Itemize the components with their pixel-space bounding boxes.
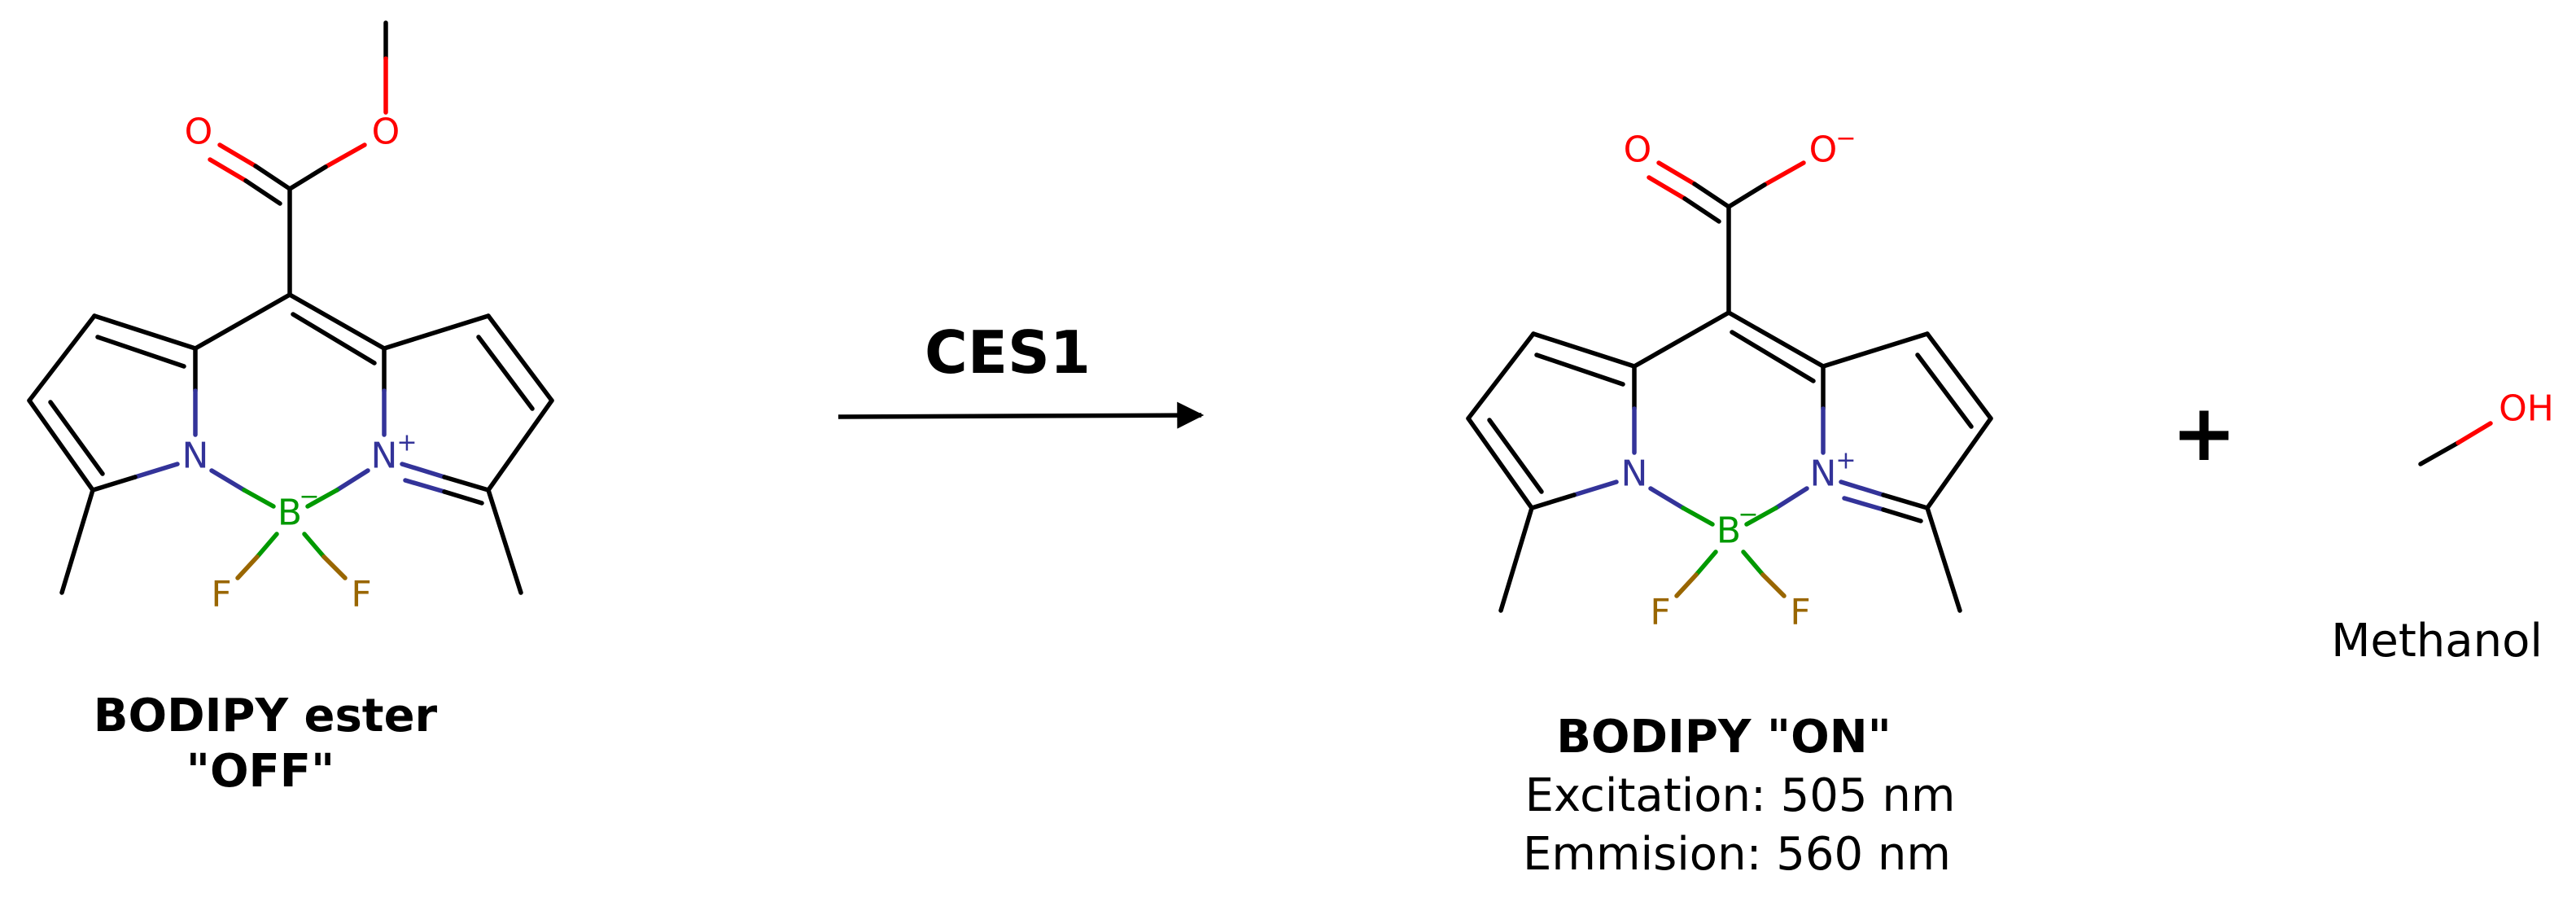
- reactant-n-positive-charge: +: [396, 429, 417, 458]
- reactant-atom-o-carbonyl: O: [185, 112, 213, 153]
- reactant-name-line1: BODIPY ester: [94, 690, 438, 742]
- methanol-hydroxyl: OH: [2499, 388, 2554, 430]
- reactant-atom-boron: B: [278, 493, 302, 534]
- reactant-atom-labels: O O N N + B − F F: [182, 112, 418, 615]
- arrow-shaft: [838, 401, 1205, 429]
- enzyme-label: CES1: [925, 318, 1091, 387]
- byproduct-name: Methanol: [2331, 615, 2543, 668]
- product-bonds: [1466, 160, 1993, 613]
- reactant-molecule: O O N N + B − F F BODIPY ester "OFF": [27, 20, 554, 798]
- product-atom-o-anion: O: [1809, 129, 1838, 171]
- product-emission: Emmision: 560 nm: [1523, 828, 1951, 881]
- product-atom-o-carbonyl: O: [1624, 129, 1652, 171]
- byproduct-molecule: OH Methanol: [2331, 388, 2554, 668]
- product-molecule: O O − N N + B − F F: [1466, 125, 1993, 633]
- product-n-positive-charge: +: [1835, 447, 1856, 475]
- product-atom-n-left: N: [1621, 453, 1648, 495]
- product-atom-n-right: N: [1810, 453, 1837, 495]
- reactant-bonds: [27, 20, 554, 595]
- product-name: BODIPY "ON": [1556, 711, 1892, 764]
- product-atom-f-left: F: [1650, 592, 1670, 633]
- reactant-name-line2: "OFF": [186, 745, 335, 798]
- product-atom-boron: B: [1717, 510, 1741, 552]
- reactant-atom-o-ester: O: [372, 112, 400, 153]
- reactant-atom-f-left: F: [211, 574, 231, 615]
- reactant-b-negative-charge: −: [299, 483, 319, 511]
- reactant-atom-n-right: N: [371, 436, 398, 477]
- product-atom-f-right: F: [1790, 592, 1810, 633]
- product-atom-labels: O O − N N + B − F F: [1621, 125, 1857, 633]
- product-b-negative-charge: −: [1738, 501, 1758, 529]
- reactant-atom-n-left: N: [182, 436, 209, 477]
- product-o-negative-charge: −: [1835, 125, 1856, 153]
- reaction-arrow: CES1: [838, 318, 1205, 429]
- plus-sign: +: [2171, 388, 2237, 479]
- reactant-atom-f-right: F: [351, 574, 371, 615]
- product-excitation: Excitation: 505 nm: [1525, 769, 1956, 822]
